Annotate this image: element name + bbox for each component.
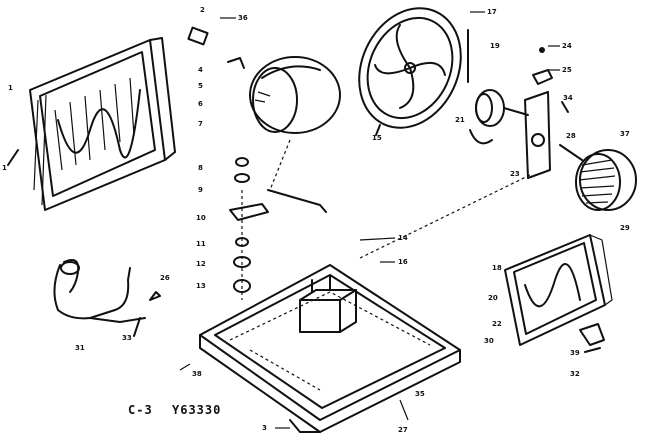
fan-blade: [358, 7, 462, 136]
blower-motor: [469, 89, 551, 179]
callout-19: 19: [490, 42, 500, 50]
callout-3: 3: [262, 424, 267, 432]
callout-8: 8: [198, 164, 203, 172]
callout-9: 9: [198, 186, 203, 194]
motor: [187, 26, 341, 134]
callout-30: 30: [484, 337, 494, 345]
callout-22: 22: [492, 320, 502, 328]
callout-10: 10: [196, 214, 206, 222]
callout-25: 25: [562, 66, 572, 74]
callout-16: 16: [398, 258, 408, 266]
callout-31: 31: [75, 344, 85, 352]
callout-28: 28: [566, 132, 576, 140]
callout-18: 18: [492, 264, 502, 272]
callout-14: 14: [398, 234, 408, 242]
callout-2: 2: [200, 6, 205, 14]
callout-39: 39: [570, 349, 580, 357]
callout-35: 35: [415, 390, 425, 398]
callout-4: 4: [198, 66, 203, 74]
callout-27: 27: [398, 426, 408, 434]
callout-37: 37: [620, 130, 630, 138]
callout-13: 13: [196, 282, 206, 290]
callout-36: 36: [238, 14, 248, 22]
callout-38: 38: [192, 370, 202, 378]
base-pan: [199, 264, 461, 433]
figure-code: Y63330: [172, 403, 221, 417]
blower-wheel: [559, 144, 637, 211]
figure-number: C-3: [128, 403, 153, 417]
figure-caption: C-3 Y63330: [128, 403, 221, 417]
callout-17: 17: [487, 8, 497, 16]
callout-11: 11: [196, 240, 206, 248]
callout-29: 29: [620, 224, 630, 232]
callout-labels: 1 1 2 36 4 5 6 7 8 9 10 11 12 13 15 17 1…: [2, 6, 630, 434]
callout-26: 26: [160, 274, 170, 282]
hardware-right: [467, 29, 569, 113]
callout-1b: 1: [2, 164, 7, 172]
callout-5: 5: [198, 82, 203, 90]
callout-23: 23: [510, 170, 520, 178]
callout-21: 21: [455, 116, 465, 124]
callout-1: 1: [8, 84, 13, 92]
callout-32: 32: [570, 370, 580, 378]
callout-7: 7: [198, 120, 203, 128]
hardware-stack: [229, 157, 327, 300]
screw-parts-left: [133, 291, 161, 337]
callout-34: 34: [563, 94, 573, 102]
callout-15: 15: [372, 134, 382, 142]
callout-6: 6: [198, 100, 203, 108]
callout-24: 24: [562, 42, 572, 50]
tubing-assembly: [53, 259, 146, 323]
callout-20: 20: [488, 294, 498, 302]
leader-lines: [179, 11, 560, 429]
callout-12: 12: [196, 260, 206, 268]
condenser-coil: [7, 37, 176, 211]
callout-33: 33: [122, 334, 132, 342]
evaporator-coil: [504, 234, 613, 353]
